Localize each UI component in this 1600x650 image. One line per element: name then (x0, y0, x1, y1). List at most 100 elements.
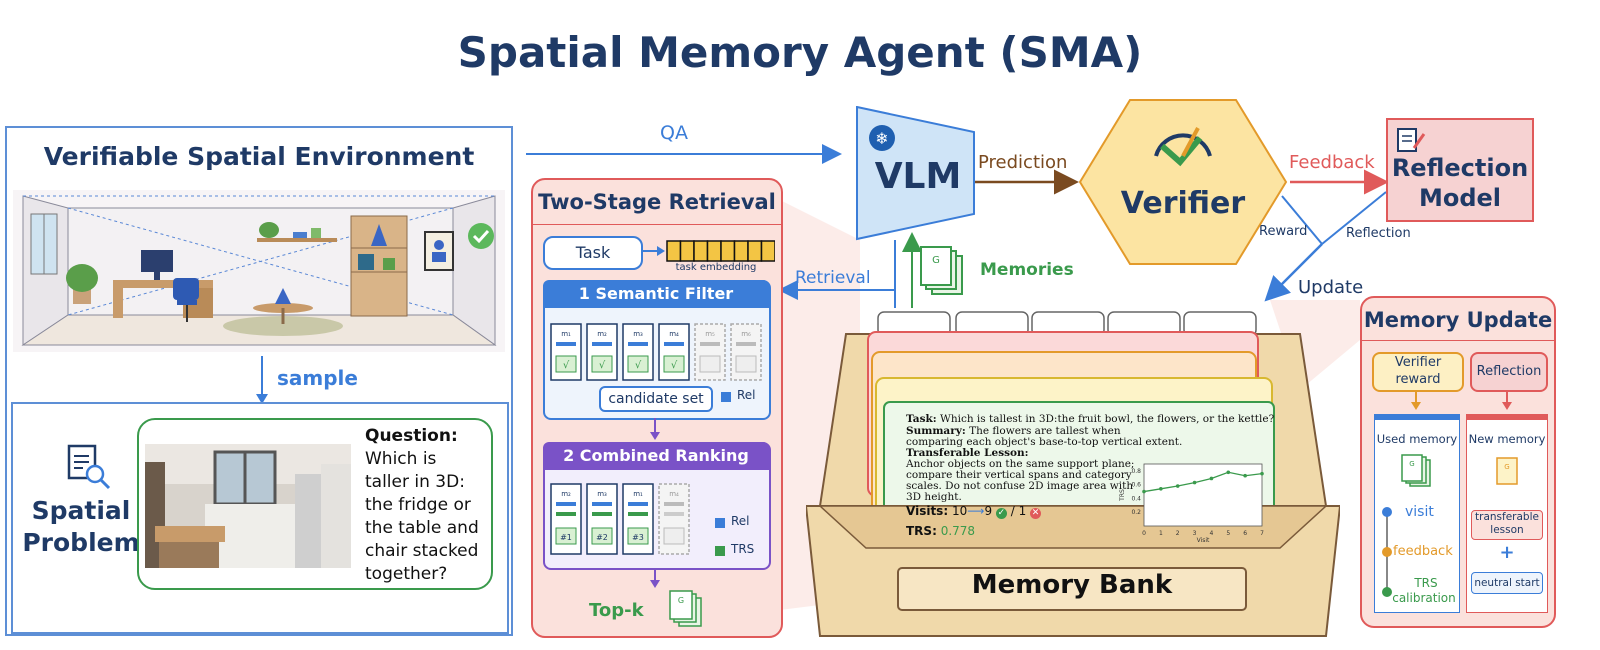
memory-bank-label: Memory Bank (971, 570, 1173, 600)
new-memory-doc-icon: G (1496, 457, 1518, 485)
y-tick-label: 0.4 (1131, 495, 1141, 502)
card-trs-value: 0.778 (940, 524, 976, 538)
rank-label: #2 (596, 533, 608, 542)
rel-label-2: Rel (731, 514, 750, 528)
verifier-label: Verifier (1120, 186, 1246, 221)
rel-bar (628, 502, 648, 506)
topk-doc-glyph: G (678, 596, 684, 605)
candidate-doc-label: m₂ (597, 330, 607, 338)
check-box (663, 355, 685, 373)
prediction-label: Prediction (978, 152, 1068, 173)
card-task-key: Task: (906, 413, 937, 425)
notepad-pen-icon (1397, 128, 1426, 152)
problem-label-line1: Spatial (31, 496, 131, 525)
trs-step-line1: TRS (1414, 576, 1438, 590)
candidate-doc-label: m₁ (561, 330, 571, 338)
rel-bar (736, 342, 756, 346)
check-mark: √ (599, 360, 606, 371)
y-tick-label: 0.2 (1131, 509, 1141, 516)
combined-ranking-header: 2 Combined Ranking (543, 442, 769, 470)
check-mark: √ (563, 360, 570, 371)
ranked-doc: m₁#3 (622, 483, 654, 555)
vlm-label: VLM (874, 156, 962, 197)
used-memory-timeline (1382, 507, 1392, 597)
used-memory-label: Used memory (1376, 432, 1458, 446)
rel-bar (664, 342, 684, 346)
embedding-cell (760, 240, 775, 262)
trs-point (1243, 473, 1247, 478)
sample-label: sample (277, 366, 358, 390)
x-tick-label: 2 (1176, 530, 1180, 537)
trs-series-line (1143, 471, 1263, 493)
trs-bar (592, 512, 612, 516)
card-summary-line1: The flowers are tallest when (969, 425, 1121, 437)
plus-sign: + (1499, 542, 1515, 563)
rank-box (555, 527, 577, 545)
trs-point (1209, 476, 1214, 481)
trs-point (1159, 487, 1163, 491)
chart-frame (1143, 463, 1263, 527)
card-trs-row: TRS: 0.778 (906, 524, 975, 538)
failure-x-icon: ✕ (1030, 508, 1042, 519)
question-line-5: chair stacked (365, 541, 479, 561)
rel-bar (556, 502, 576, 506)
card-visits-from: 10 (951, 504, 968, 518)
embedding-cell (693, 240, 709, 262)
y-tick-label: 0.8 (1131, 468, 1141, 475)
rel-bar (628, 342, 648, 346)
spatial-problem-box: Spatial Problem Question: Which is talle… (11, 402, 509, 634)
verifier-reward-line1: Verifier (1394, 355, 1442, 370)
verifier-hexagon (1078, 99, 1288, 265)
check-box (627, 355, 649, 373)
used-memory-column: Used memory G visit feedback TRS calibra… (1374, 414, 1460, 613)
x-tick-label: 0 (1142, 530, 1146, 537)
candidate-doc: m₃ √ (622, 323, 654, 381)
ranked-doc: m₂#1 (550, 483, 582, 555)
new-memory-column: New memory G transferable lesson + neutr… (1466, 414, 1548, 613)
embedding-cell (706, 240, 722, 262)
ranked-doc: m₄ (658, 483, 690, 555)
x-tick-label: 7 (1260, 530, 1264, 537)
card-lesson-line2: compare their vertical spans and categor… (906, 469, 1132, 481)
x-tick-label: 4 (1210, 530, 1214, 537)
kitchen-photo (145, 444, 351, 568)
reward-line (1281, 195, 1323, 245)
new-memory-doc-glyph: G (1504, 463, 1509, 471)
task-embedding-label: task embedding (675, 262, 757, 273)
reflection-model-line1: Reflection (1391, 154, 1529, 182)
question-line-1: Which is (365, 449, 437, 469)
retrieval-heading: Two-Stage Retrieval (538, 190, 776, 214)
card-summary-line2: comparing each object's base-to-top vert… (906, 436, 1183, 448)
rel-swatch-2 (715, 518, 725, 528)
embedding-cell (679, 240, 695, 262)
candidate-doc: m₁ √ (550, 323, 582, 381)
update-arrow (1264, 243, 1323, 302)
check-mark: √ (635, 360, 642, 371)
rel-label-1: Rel (737, 388, 756, 402)
ranked-docs: m₂#1m₃#2m₁#3m₄ (550, 483, 690, 555)
x-tick-label: 1 (1159, 530, 1163, 537)
rank-label: #1 (560, 533, 572, 542)
memory-update-heading: Memory Update (1363, 308, 1553, 332)
update-down-arrows (1411, 390, 1512, 410)
rank-box (591, 527, 613, 545)
card-visits-row: Visits: 10⟶9 ✓ / 1 ✕ (906, 504, 1042, 519)
document-search-icon (67, 444, 111, 490)
visit-step: visit (1405, 504, 1434, 520)
success-check-icon: ✓ (995, 508, 1007, 519)
x-axis-label: Visit (1197, 537, 1210, 542)
candidate-doc-label: m₃ (633, 330, 643, 338)
question-line-4: the table and (365, 518, 479, 538)
reflection-label: Reflection (1346, 226, 1411, 241)
card-lesson-line1: Anchor objects on the same support plane… (906, 458, 1135, 470)
verifier-reward-line2: reward (1395, 372, 1441, 387)
question-card: Question: Which is taller in 3D: the fri… (137, 418, 493, 590)
memory-card: Task: Which is tallest in 3D:the fruit b… (906, 413, 1274, 544)
reward-label: Reward (1259, 224, 1308, 239)
card-visits-to: 9 (984, 504, 993, 518)
card-visits-sep: / 1 (1010, 504, 1027, 518)
rel-bar (556, 342, 576, 346)
